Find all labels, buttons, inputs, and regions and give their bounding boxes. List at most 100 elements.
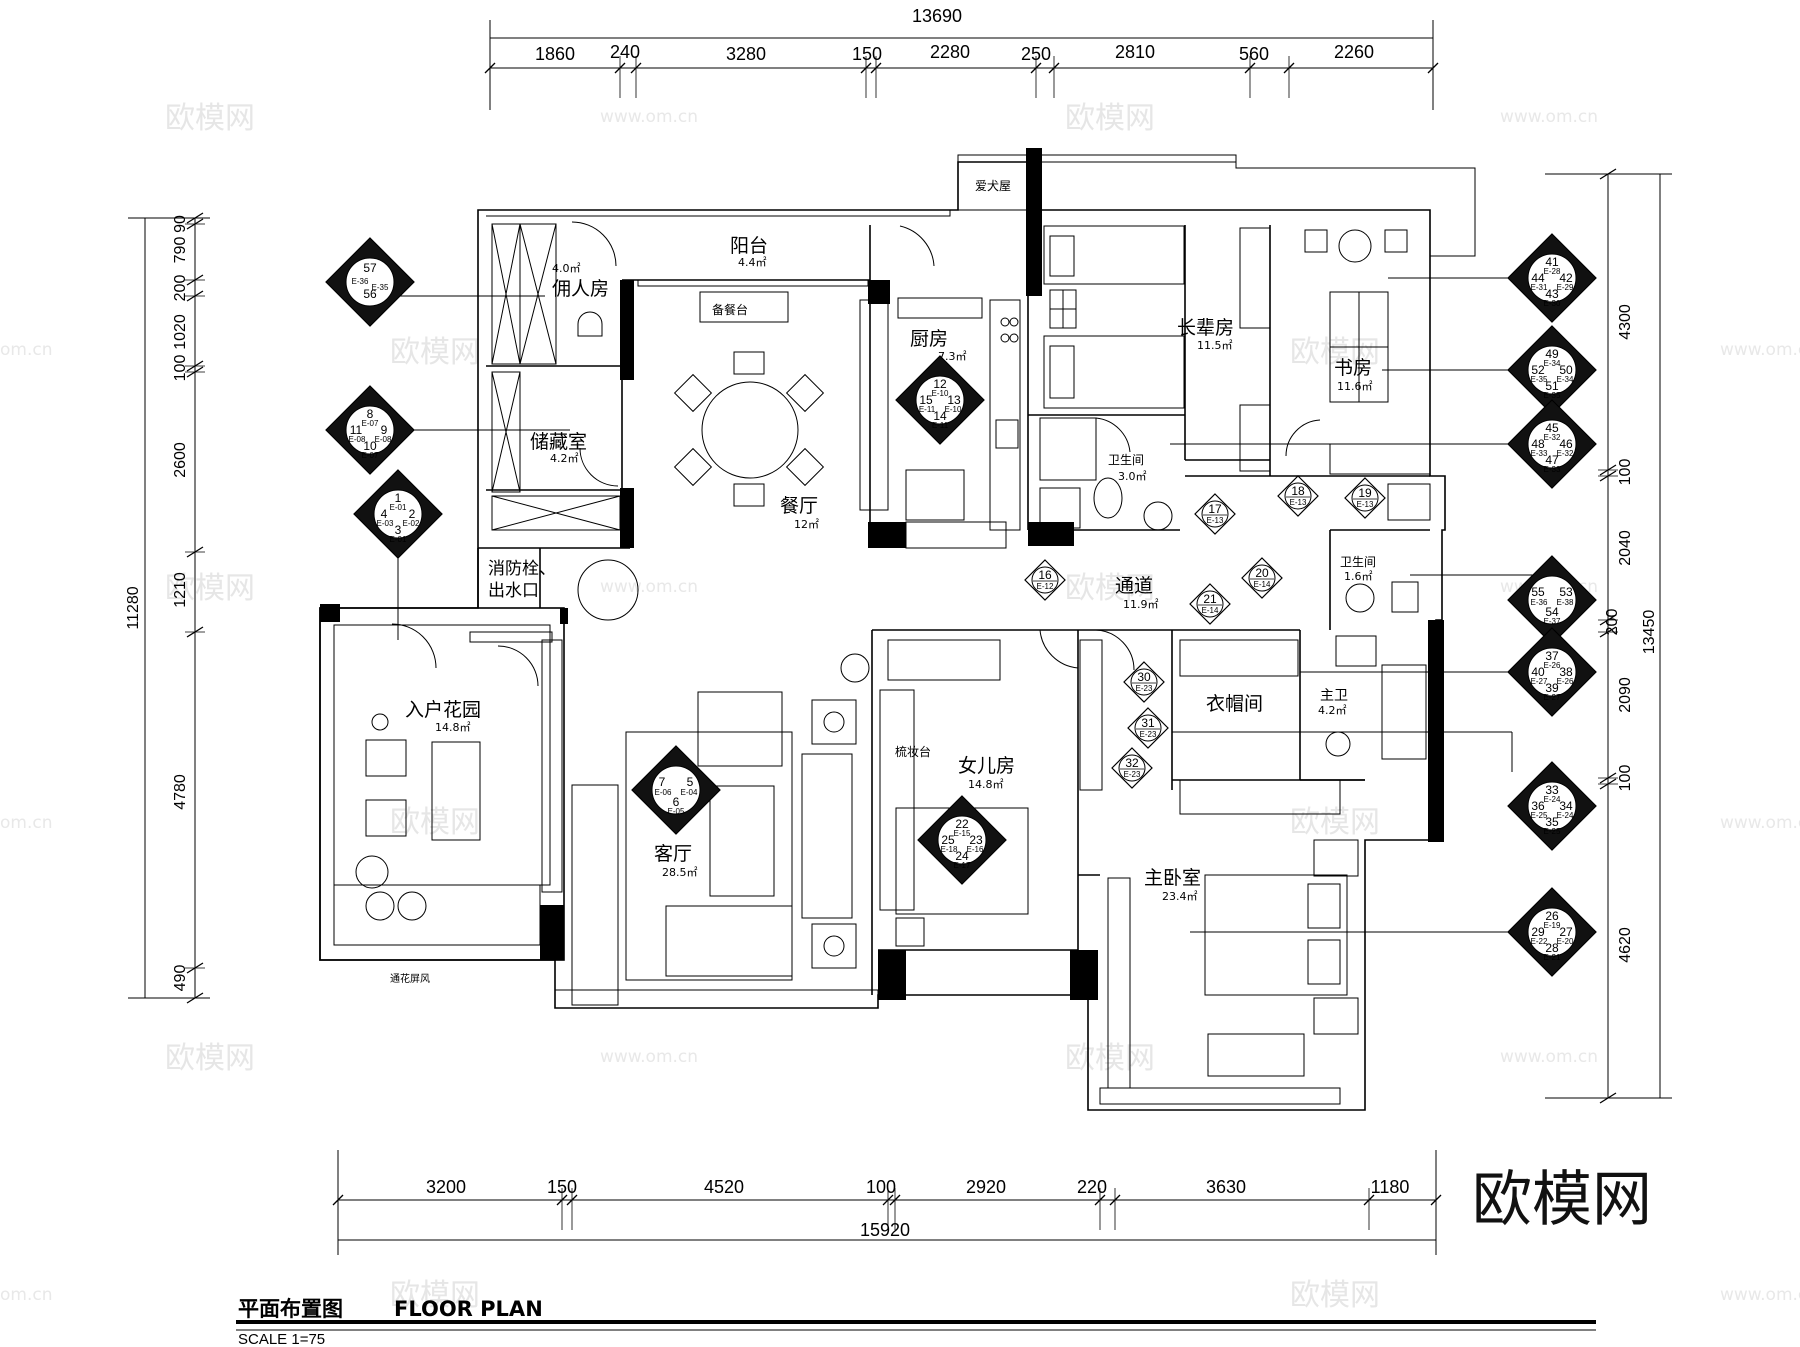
watermark: 欧模网 — [390, 335, 480, 370]
tag-number: 57 — [363, 261, 377, 275]
tag-number: 50 — [1559, 363, 1573, 377]
tag-code: E-15 — [954, 829, 971, 838]
dim-label: 240 — [610, 42, 640, 62]
room-label-kitchen: 厨房 — [910, 328, 948, 350]
tag-code: E-23 — [1124, 770, 1141, 779]
room-label-study: 书房 — [1334, 357, 1372, 379]
tag-diamond — [1127, 707, 1169, 749]
tag-number: 7 — [659, 775, 666, 789]
dim-label: 2810 — [1115, 42, 1155, 62]
tag-number: 34 — [1559, 799, 1573, 813]
tag-diamond — [1111, 747, 1153, 789]
watermark-url: om.cn — [0, 340, 53, 360]
tag-circle — [1527, 419, 1577, 469]
tag-circle — [1284, 482, 1312, 510]
tag-number: 18 — [1291, 484, 1305, 498]
tag-code: E-32 — [1557, 449, 1574, 458]
furniture — [355, 221, 1431, 1105]
tag-number: 43 — [1545, 287, 1559, 301]
tag-code: E-36 — [1531, 598, 1548, 607]
tag-number: 19 — [1358, 486, 1372, 500]
elevation-tag: 18E-13 — [1277, 475, 1319, 517]
tag-circle — [345, 257, 395, 307]
tag-code: E-23 — [1136, 684, 1153, 693]
elevation-tag: 19E-13 — [1344, 477, 1386, 519]
title-underline — [236, 1320, 1596, 1324]
tag-number: 22 — [955, 817, 969, 831]
dim-label: 90 — [172, 215, 189, 233]
room-area-kitchen: 7.3㎡ — [938, 350, 967, 363]
tag-diamond — [1344, 477, 1386, 519]
tag-circle — [1130, 668, 1158, 696]
tag-code: E-25 — [1531, 811, 1548, 820]
label-hydrant-1: 消防栓、 — [488, 559, 556, 579]
tag-number: 23 — [969, 833, 983, 847]
tag-code: E-26 — [1544, 661, 1561, 670]
room-area-living: 28.5㎡ — [662, 866, 698, 879]
tag-code: E-13 — [1207, 516, 1224, 525]
elevation-tag: 16E-12 — [1024, 559, 1066, 601]
tag-number: 32 — [1125, 756, 1139, 770]
tag-number: 15 — [919, 393, 933, 407]
tag-number: 54 — [1545, 605, 1559, 619]
elevation-tag: 31E-23 — [1127, 707, 1169, 749]
tag-number: 2 — [409, 507, 416, 521]
tag-number: 41 — [1545, 255, 1559, 269]
watermark-url: www.om.cn — [1720, 813, 1800, 833]
tag-code: E-01 — [390, 535, 407, 544]
tag-code: E-22 — [1531, 937, 1548, 946]
tag-diamond — [1277, 475, 1319, 517]
tag-circle — [1527, 253, 1577, 303]
tag-code: E-18 — [941, 845, 958, 854]
tag-code: E-36 — [352, 277, 369, 286]
room-label-elder: 长辈房 — [1177, 317, 1234, 339]
tag-code: E-03 — [377, 519, 394, 528]
tag-code: E-26 — [1557, 677, 1574, 686]
tag-circle — [651, 765, 701, 815]
tag-circle — [1031, 566, 1059, 594]
dim-label: 220 — [1077, 1177, 1107, 1197]
tag-circle — [1527, 781, 1577, 831]
tag-code: E-10 — [932, 389, 949, 398]
tag-number: 26 — [1545, 909, 1559, 923]
room-area-corridor: 11.9㎡ — [1123, 598, 1159, 611]
tag-circle — [1527, 575, 1577, 625]
tag-code: E-27 — [1544, 693, 1561, 702]
tag-number: 52 — [1531, 363, 1545, 377]
watermark-url: om.cn — [0, 1285, 53, 1305]
dim-label: 4300 — [1617, 304, 1634, 340]
tag-number: 4 — [381, 507, 388, 521]
dimension-total-bottom: 15920 — [860, 1220, 910, 1240]
tag-code: E-16 — [967, 845, 984, 854]
tag-code: E-24 — [1544, 795, 1561, 804]
room-label-daughter: 女儿房 — [958, 755, 1015, 777]
dim-label: 2260 — [1334, 42, 1374, 62]
watermark: 欧模网 — [165, 101, 255, 136]
watermark-url: www.om.cn — [600, 1047, 698, 1067]
room-area-entry-garden: 14.8㎡ — [435, 721, 471, 734]
tag-number: 42 — [1559, 271, 1573, 285]
dim-label: 200 — [172, 275, 189, 302]
tag-number: 10 — [363, 439, 377, 453]
room-area-study: 11.6㎡ — [1337, 380, 1373, 393]
tag-number: 31 — [1141, 716, 1155, 730]
tag-number: 9 — [381, 423, 388, 437]
watermark: 欧模网 — [1065, 101, 1155, 136]
dimension-total-left: 11280 — [125, 586, 142, 629]
tag-code: E-10 — [945, 405, 962, 414]
tag-code: E-24 — [1557, 811, 1574, 820]
tag-diamond — [1024, 559, 1066, 601]
left-dimension-labels: 90 790 200 1020 100 2600 1210 4780 490 — [172, 215, 189, 991]
tag-diamond — [1194, 493, 1236, 535]
room-label-storage: 储藏室 — [530, 431, 587, 453]
tag-number: 3 — [395, 523, 402, 537]
dimension-total-right: 13450 — [1641, 610, 1658, 655]
dimension-total-top: 13690 — [912, 6, 962, 26]
tag-code: E-01 — [390, 503, 407, 512]
tag-number: 51 — [1545, 379, 1559, 393]
